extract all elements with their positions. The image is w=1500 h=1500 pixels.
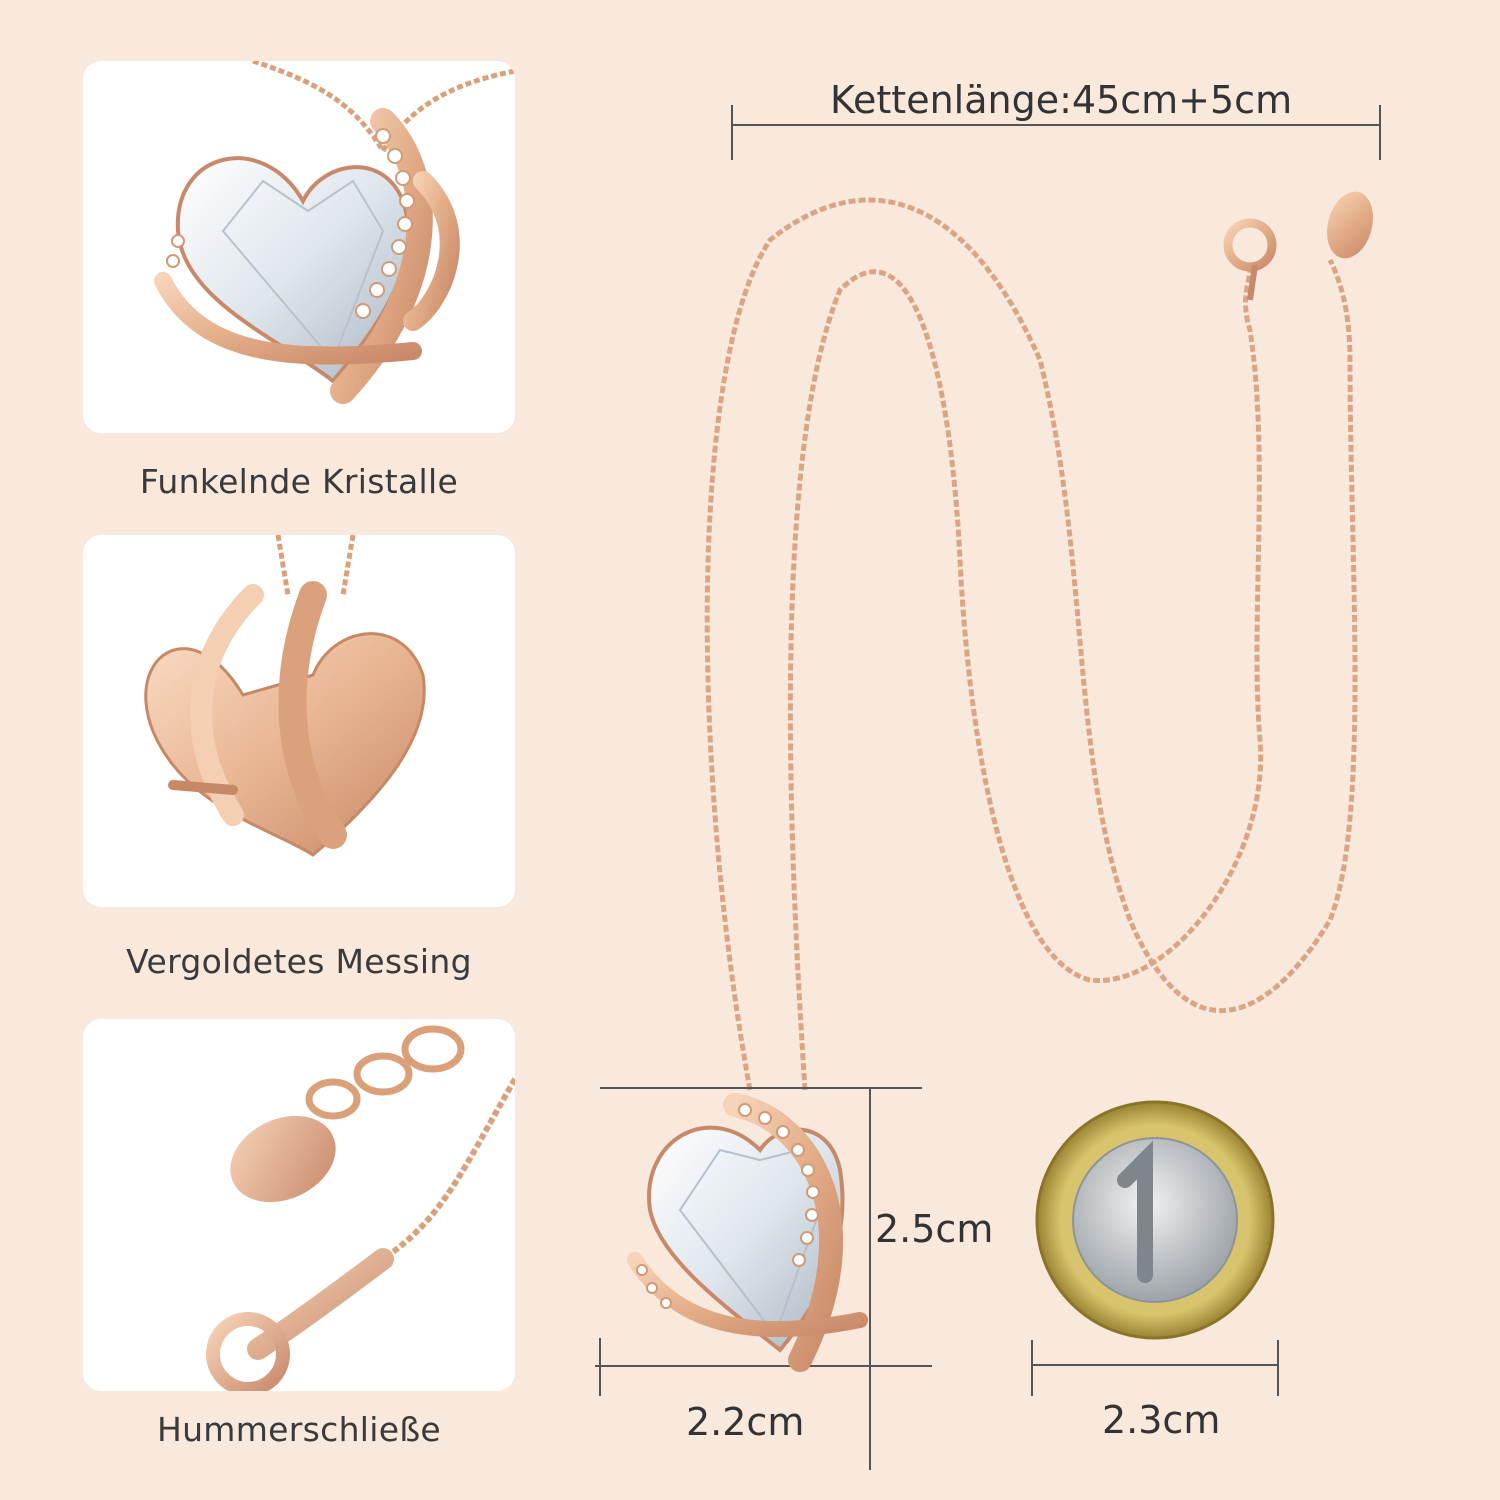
feature-card-crystals — [83, 61, 515, 433]
euro-coin-icon — [1035, 1100, 1275, 1340]
heart-pendant-back-image — [144, 535, 426, 857]
pendant-width-label: 2.2cm — [686, 1400, 805, 1444]
lobster-clasp-icon — [1223, 218, 1277, 301]
chain-length-label: Kettenlänge:45cm+5cm — [830, 78, 1293, 122]
heart-pendant-icon — [627, 1093, 868, 1372]
coin-width-label: 2.3cm — [1102, 1398, 1221, 1442]
chain-length-dimension-line — [731, 105, 1381, 160]
lobster-clasp-image — [206, 1025, 515, 1391]
pendant-height-label: 2.5cm — [875, 1207, 994, 1251]
feature-card-clasp — [83, 1019, 515, 1391]
feature-caption-clasp: Hummerschließe — [156, 1410, 442, 1449]
extender-tag — [1326, 191, 1374, 259]
pendant-dimension-lines — [595, 1087, 932, 1470]
necklace-illustration — [595, 105, 1381, 1470]
feature-caption-brass: Vergoldetes Messing — [126, 942, 472, 981]
necklace-chain — [704, 197, 1358, 1091]
crystal-heart-pendant-image — [154, 61, 515, 404]
feature-card-brass — [83, 535, 515, 907]
feature-caption-crystals: Funkelnde Kristalle — [139, 462, 459, 501]
coin-dimension-lines — [1031, 1340, 1279, 1396]
